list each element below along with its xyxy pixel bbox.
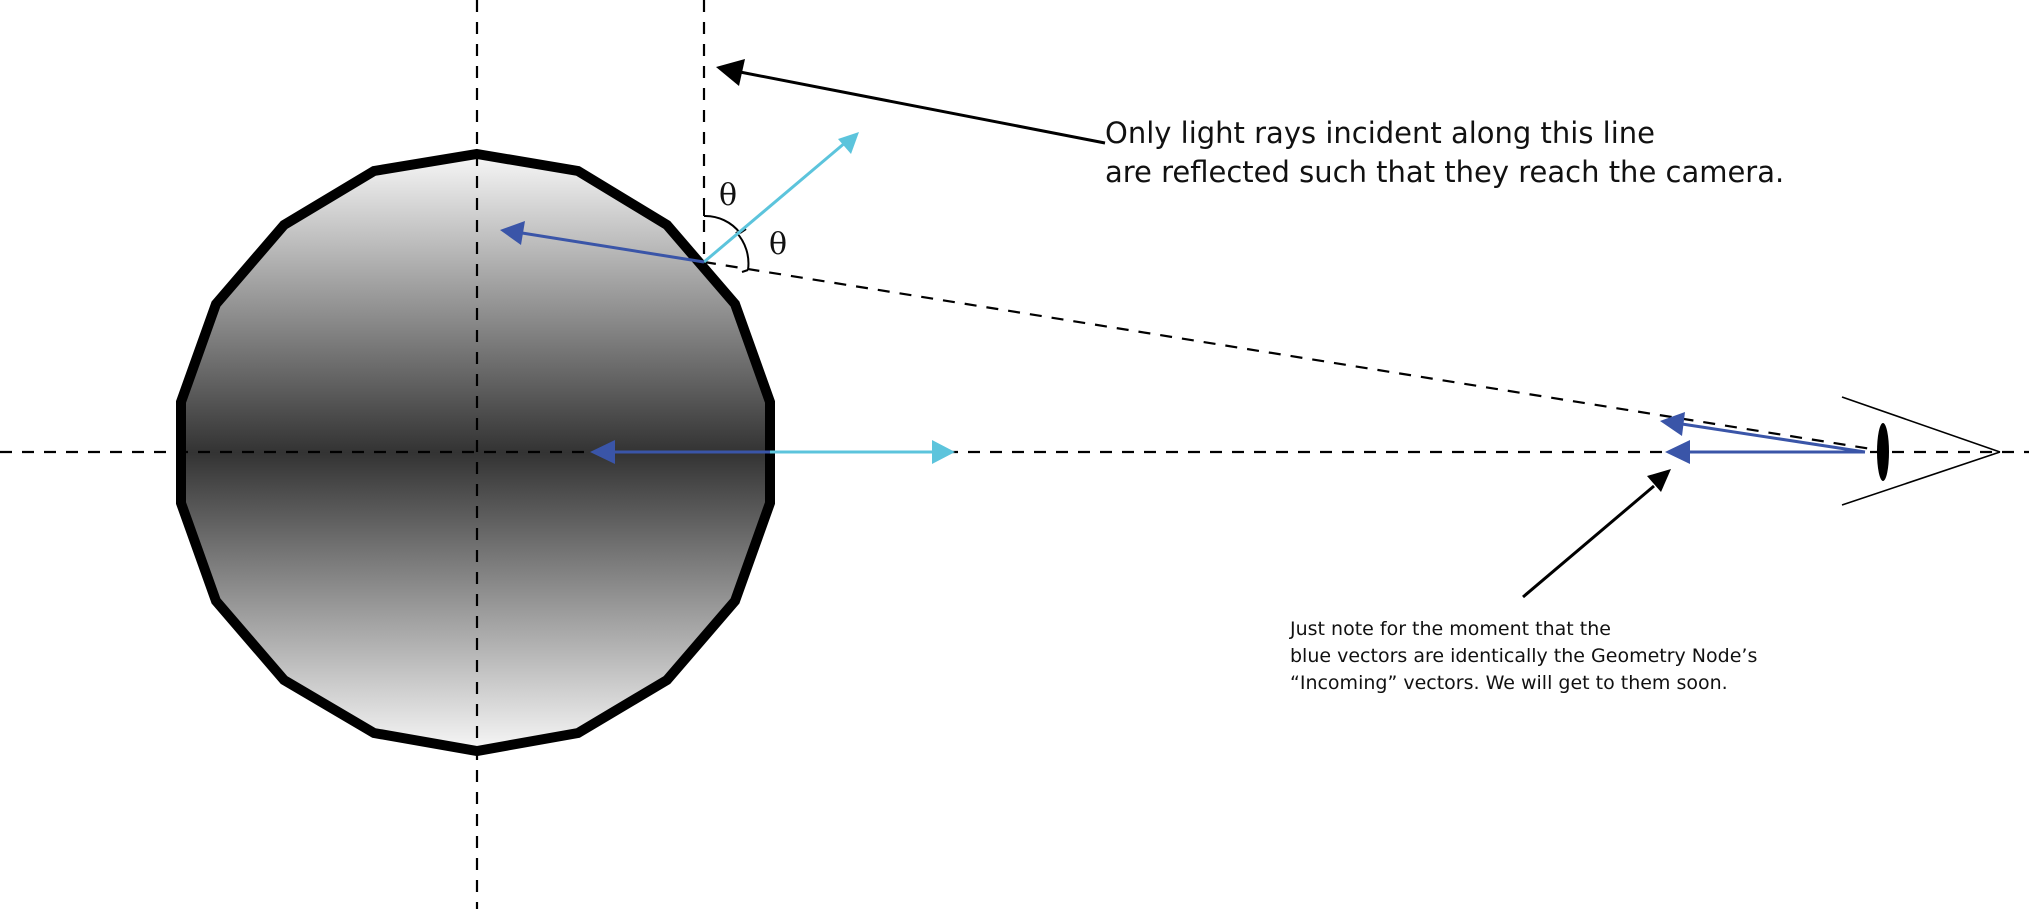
reflected-vector-center-arrowhead [932, 440, 955, 464]
camera-sight-line-dashed [703, 260, 1891, 454]
theta-label-upper: θ [719, 178, 737, 213]
main-annotation-line2: are reflected such that they reach the c… [1105, 155, 1784, 189]
main-callout-arrowhead [716, 59, 745, 86]
incoming-vector-upper-arrowhead [500, 221, 525, 245]
main-annotation-line1: Only light rays incident along this line [1105, 116, 1655, 150]
note-callout-arrowhead [1647, 469, 1671, 492]
angle-arc-upper [703, 214, 741, 234]
reflected-vector-upper [703, 140, 847, 264]
incoming-vector-center-arrowhead [590, 440, 615, 464]
eye-camera-icon [1841, 396, 2001, 506]
main-callout-arrow [739, 70, 1106, 145]
incoming-vector-camera-upper [1681, 422, 1866, 454]
incoming-vector-upper [521, 231, 705, 264]
note-annotation-line2: blue vectors are identically the Geometr… [1290, 645, 1757, 667]
incoming-vector-camera-center-arrowhead [1665, 440, 1690, 464]
note-callout-arrow [1522, 484, 1655, 599]
angle-arc-lower-tick [741, 269, 749, 273]
note-annotation-line1: Just note for the moment that the [1289, 618, 1611, 640]
note-annotation-line3: “Incoming” vectors. We will get to them … [1290, 672, 1728, 694]
reflected-vector-upper-arrowhead [838, 132, 859, 154]
angle-arc-lower [735, 231, 750, 271]
theta-label-lower: θ [769, 227, 787, 262]
incoming-vector-camera-upper-arrowhead [1660, 412, 1685, 436]
